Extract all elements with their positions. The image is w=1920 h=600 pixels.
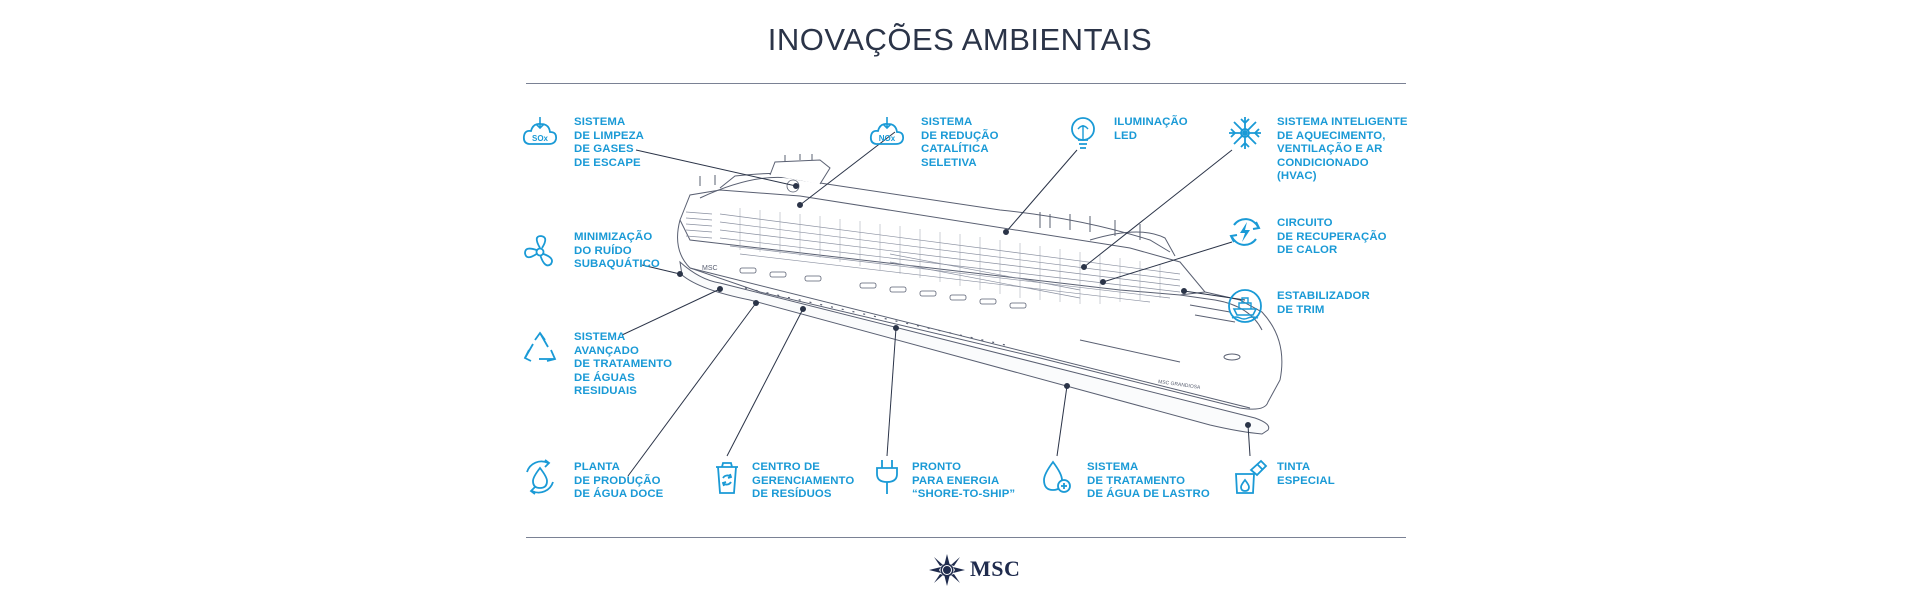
feature-label-fresh: PLANTA DE PRODUÇÃO DE ÁGUA DOCE [574, 461, 664, 501]
hull-name-side: MSC [702, 265, 718, 272]
light-bulb-icon [1071, 117, 1095, 149]
feature-label-water: SISTEMA AVANÇADO DE TRATAMENTO DE ÁGUAS … [574, 331, 673, 398]
msc-logo-text: MSC [970, 556, 1021, 581]
recycle-triangle-icon [523, 331, 557, 362]
trim-stabilizer-icon [1228, 289, 1262, 323]
bottom-divider [526, 537, 1406, 538]
feature-label-heat: CIRCUITO DE RECUPERAÇÃO DE CALOR [1277, 217, 1387, 257]
propeller-icon [524, 235, 553, 267]
leader-hvac [1083, 149, 1233, 268]
leader-paint [1247, 424, 1251, 457]
top-divider [526, 83, 1406, 84]
water-drop-cycle-icon [526, 459, 554, 495]
leader-noise [641, 264, 681, 275]
heat-recovery-icon [1229, 218, 1261, 246]
ballast-water-icon [1043, 460, 1071, 493]
cruise-ship-illustration [677, 154, 1283, 435]
feature-label-led: ILUMINAÇÃO LED [1114, 116, 1188, 142]
nox-icon-text: NOx [879, 134, 896, 143]
feature-label-paint: TINTA ESPECIAL [1277, 461, 1335, 487]
power-plug-icon [876, 460, 898, 494]
msc-compass-logo-icon [929, 554, 965, 586]
nox-reduction-icon: NOx [869, 117, 905, 145]
feature-label-ballast: SISTEMA DE TRATAMENTO DE ÁGUA DE LASTRO [1087, 461, 1210, 501]
hull-name-bow: MSC GRANDIOSA [1158, 379, 1202, 391]
feature-label-shore: PRONTO PARA ENERGIA “SHORE-TO-SHIP” [912, 461, 1016, 501]
leader-led [1005, 149, 1078, 233]
leader-water [621, 288, 721, 336]
leader-trim [1183, 290, 1246, 301]
leader-waste [726, 308, 804, 457]
sox-scrubber-icon: SOx [522, 117, 558, 145]
sox-icon-text: SOx [532, 134, 549, 143]
feature-label-noise: MINIMIZAÇÃO DO RUÍDO SUBAQUÁTICO [574, 231, 660, 271]
feature-label-sox: SISTEMA DE LIMPEZA DE GASES DE ESCAPE [574, 116, 644, 169]
leader-shore [886, 327, 897, 457]
feature-label-hvac: SISTEMA INTELIGENTE DE AQUECIMENTO, VENT… [1277, 116, 1408, 183]
feature-label-nox: SISTEMA DE REDUÇÃO CATALÍTICA SELETIVA [921, 116, 999, 169]
paint-bucket-icon [1235, 459, 1268, 494]
leader-heat [1102, 241, 1233, 283]
recycle-bin-icon [716, 462, 738, 494]
feature-label-waste: CENTRO DE GERENCIAMENTO DE RESÍDUOS [752, 461, 855, 501]
page-title: INOVAÇÕES AMBIENTAIS [767, 22, 1153, 57]
leader-fresh [627, 302, 757, 477]
feature-label-trim: ESTABILIZADOR DE TRIM [1277, 290, 1370, 316]
snowflake-sun-icon [1229, 117, 1261, 149]
leader-sox [635, 149, 797, 187]
leader-ballast [1056, 385, 1068, 457]
